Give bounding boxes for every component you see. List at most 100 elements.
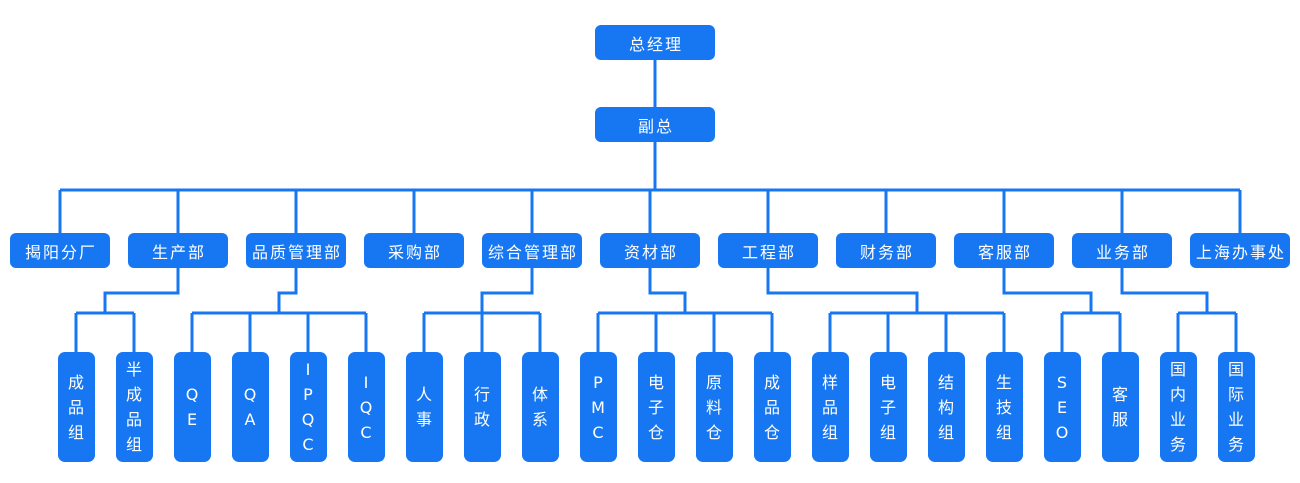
org-node-label-char: 半 [125, 360, 142, 379]
org-node-label-char: C [592, 422, 604, 442]
org-node-label: 揭阳分厂 [24, 242, 97, 262]
org-node-label-char: 务 [1227, 435, 1244, 454]
org-node-label: 业务部 [1095, 242, 1150, 262]
org-node-label-char: 仓 [705, 422, 722, 442]
org-node-label-char: 成 [125, 385, 142, 404]
org-node-label-char: P [303, 385, 313, 404]
org-node-label-char: 组 [937, 422, 954, 442]
org-node-label: 品质管理部 [251, 242, 342, 262]
sub-dept-node-7[interactable]: 行政 [463, 352, 501, 462]
org-node-label: 总经理 [628, 34, 683, 54]
org-node-label-char: C [360, 422, 372, 442]
org-node-label-char: 事 [415, 410, 432, 429]
dept-node-7[interactable]: 财务部 [836, 233, 936, 268]
org-node-label: 资材部 [623, 242, 678, 262]
dept-node-1[interactable]: 生产部 [128, 233, 228, 268]
dept-node-10[interactable]: 上海办事处 [1190, 233, 1290, 268]
dept-node-3[interactable]: 采购部 [364, 233, 464, 268]
org-node-label-char: 组 [125, 435, 142, 454]
org-node-label-char: E [186, 410, 198, 429]
sub-dept-node-10[interactable]: 电子仓 [637, 352, 675, 462]
org-node-label-char: Q [359, 397, 373, 417]
org-node-label-char: 电 [647, 372, 664, 392]
org-node-label-char: 品 [67, 397, 84, 417]
org-node-label-char: 生 [995, 372, 1012, 392]
org-node-label-char: E [1056, 397, 1068, 417]
dept-node-5[interactable]: 资材部 [600, 233, 700, 268]
sub-dept-node-1[interactable]: 半成品组 [115, 352, 153, 462]
dept-node-8[interactable]: 客服部 [954, 233, 1054, 268]
org-node-label-char: 国 [1227, 360, 1244, 379]
org-node-label-char: 业 [1169, 410, 1186, 429]
org-node-label-char: 政 [473, 410, 490, 429]
org-node-label-char: M [591, 397, 605, 417]
sub-dept-node-8[interactable]: 体系 [521, 352, 559, 462]
org-node-label-char: 务 [1169, 435, 1186, 454]
org-node-label: 采购部 [387, 242, 442, 262]
sub-dept-node-15[interactable]: 结构组 [927, 352, 965, 462]
org-node-label-char: O [1055, 422, 1069, 442]
dept-node-4[interactable]: 综合管理部 [482, 233, 582, 268]
org-node-label-char: 电 [879, 372, 896, 392]
org-node-label-char: 内 [1169, 385, 1186, 404]
org-node-label-char: 组 [995, 422, 1012, 442]
org-node-label-char: 原 [705, 372, 722, 392]
dept-node-2[interactable]: 品质管理部 [246, 233, 346, 268]
org-node-label-char: 人 [415, 385, 432, 404]
dept-node-6[interactable]: 工程部 [718, 233, 818, 268]
org-node-label-char: 子 [879, 397, 896, 417]
org-node-label-char: Q [185, 385, 199, 404]
org-node-label: 副总 [637, 116, 674, 136]
org-node-label-char: 系 [531, 410, 548, 429]
org-node-label: 客服部 [977, 242, 1032, 262]
org-node-label: 财务部 [859, 242, 914, 262]
org-node-general-manager[interactable]: 总经理 [595, 25, 715, 60]
sub-dept-node-20[interactable]: 国际业务 [1217, 352, 1255, 462]
org-node-label: 生产部 [151, 242, 206, 262]
org-node-label-char: 成 [67, 372, 84, 392]
sub-dept-node-19[interactable]: 国内业务 [1159, 352, 1197, 462]
org-node-label-char: 料 [705, 397, 722, 417]
sub-dept-node-6[interactable]: 人事 [405, 352, 443, 462]
org-node-label-char: 客 [1111, 385, 1128, 404]
org-node-label-char: P [593, 372, 603, 392]
org-node-label-char: 构 [937, 397, 954, 417]
dept-node-0[interactable]: 揭阳分厂 [10, 233, 110, 268]
sub-dept-node-12[interactable]: 成品仓 [753, 352, 791, 462]
org-node-label-char: S [1056, 372, 1068, 392]
org-node-label-char: 国 [1169, 360, 1186, 379]
org-node-label-char: 成 [763, 372, 780, 392]
sub-dept-node-14[interactable]: 电子组 [869, 352, 907, 462]
org-node-label-char: 组 [67, 422, 84, 442]
sub-dept-node-11[interactable]: 原料仓 [695, 352, 733, 462]
sub-dept-node-0[interactable]: 成品组 [57, 352, 95, 462]
org-node-label-char: 组 [821, 422, 838, 442]
org-node-label-char: 样 [821, 372, 838, 392]
org-node-label: 上海办事处 [1195, 242, 1286, 262]
org-node-deputy-general-manager[interactable]: 副总 [595, 107, 715, 142]
sub-dept-node-16[interactable]: 生技组 [985, 352, 1023, 462]
org-node-label-char: C [302, 435, 314, 454]
sub-dept-node-13[interactable]: 样品组 [811, 352, 849, 462]
org-node-label-char: 行 [473, 385, 490, 404]
org-node-label-char: I [305, 360, 311, 379]
org-node-label-char: 业 [1227, 410, 1244, 429]
org-node-label-char: 技 [995, 397, 1012, 417]
org-node-label: 综合管理部 [487, 242, 578, 262]
dept-node-9[interactable]: 业务部 [1072, 233, 1172, 268]
org-node-label-char: 体 [531, 385, 548, 404]
org-node-label-char: I [363, 372, 369, 392]
org-node-label-char: 组 [879, 422, 896, 442]
org-node-label-char: A [244, 410, 256, 429]
sub-dept-node-18[interactable]: 客服 [1101, 352, 1139, 462]
org-node-label-char: 结 [937, 372, 954, 392]
org-node-label-char: 品 [125, 410, 142, 429]
